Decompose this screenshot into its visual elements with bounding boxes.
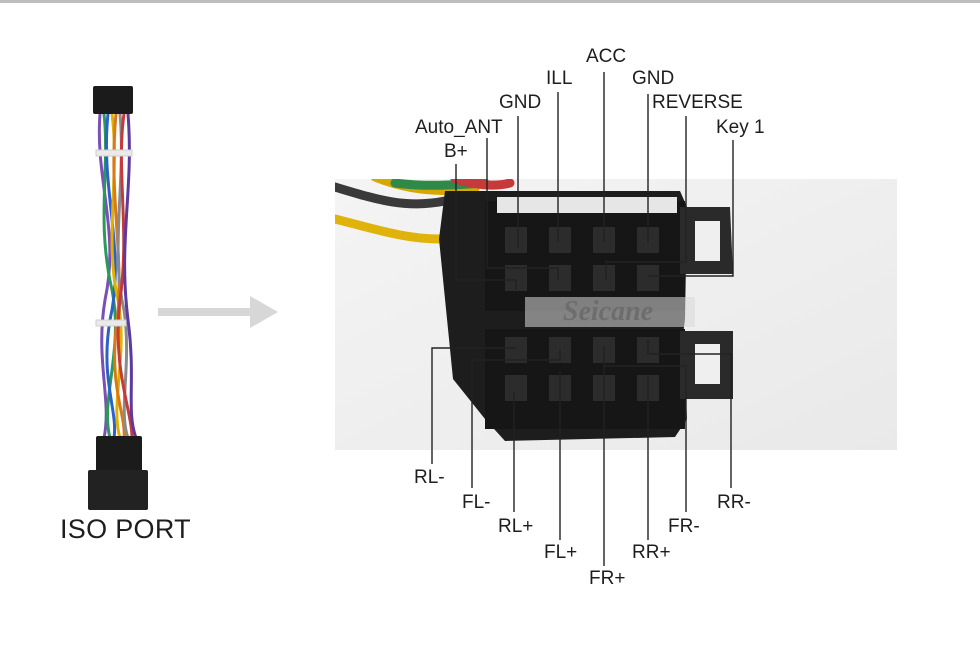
pin-label-key1: Key 1 [716, 117, 765, 138]
harness-bottom-connector [96, 436, 142, 474]
pin-label-fl-minus: FL- [462, 492, 491, 513]
pin-label-fl-plus: FL+ [544, 542, 578, 563]
pin-label-reverse: REVERSE [652, 92, 743, 113]
pin-label-b-plus: B+ [444, 141, 468, 162]
harness-bottom-housing [88, 470, 148, 510]
pin-label-rl-minus: RL- [414, 467, 445, 488]
top-divider [0, 0, 980, 3]
pin-label-fr-plus: FR+ [589, 568, 626, 589]
watermark-text: Seicane [563, 296, 653, 327]
pin-label-gnd-2: GND [632, 68, 675, 89]
harness-top-connector [93, 86, 133, 114]
cable-tie [95, 319, 127, 327]
pin-label-acc: ACC [586, 46, 627, 67]
pin-label-rr-plus: RR+ [632, 542, 671, 563]
iso-port-label: ISO PORT [60, 514, 191, 544]
pin-label-gnd: GND [499, 92, 542, 113]
pin-label-rr-minus: RR- [717, 492, 751, 513]
pin-label-auto-ant: Auto_ANT [415, 117, 503, 138]
pin-label-rl-plus: RL+ [498, 516, 534, 537]
pin-label-fr-minus: FR- [668, 516, 700, 537]
connector-photo: Seicane [335, 179, 897, 450]
arrow-right-icon [158, 296, 278, 328]
cable-tie [95, 149, 133, 157]
harness-wires [97, 113, 138, 439]
pin-label-ill: ILL [546, 68, 573, 89]
